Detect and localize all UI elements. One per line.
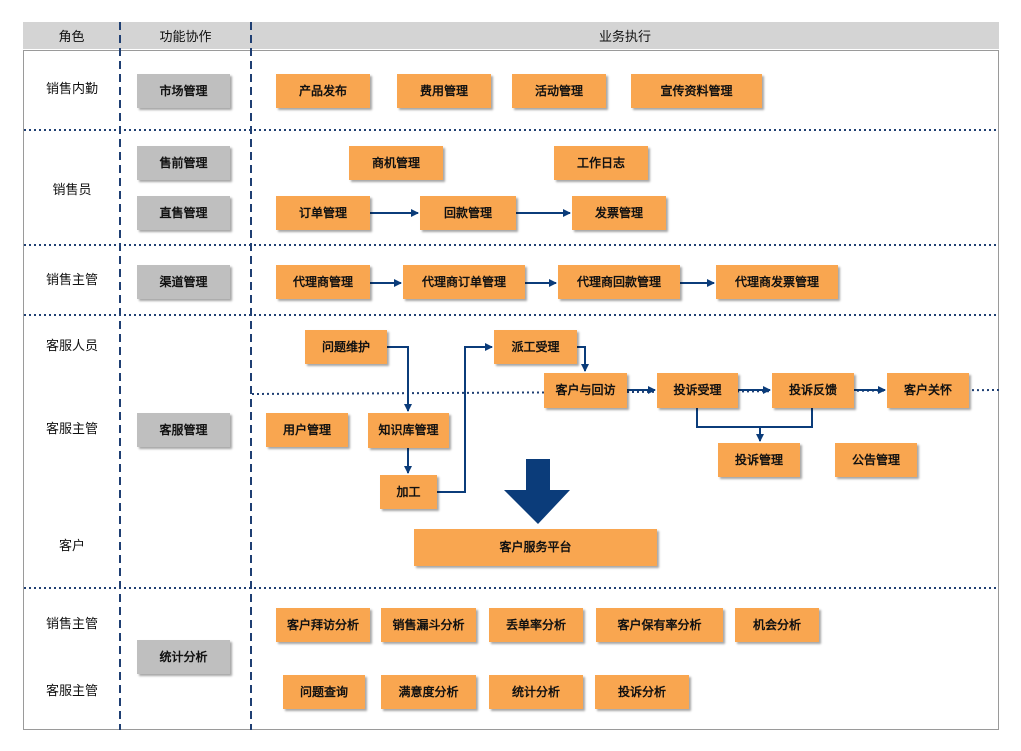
role-cs-manager: 客服主管 bbox=[45, 422, 98, 437]
role-salesperson: 销售员 bbox=[52, 183, 92, 198]
activity-customer-care[interactable]: 客户关怀 bbox=[887, 373, 969, 408]
activity-complaint-mgmt[interactable]: 投诉管理 bbox=[718, 443, 800, 477]
header-function-label: 功能协作 bbox=[159, 30, 212, 45]
activity-complaint-analysis[interactable]: 投诉分析 bbox=[595, 675, 689, 709]
function-statistics[interactable]: 统计分析 bbox=[137, 640, 230, 674]
connector-complaint-loop bbox=[696, 408, 813, 428]
activity-knowledge-base[interactable]: 知识库管理 bbox=[368, 413, 449, 448]
activity-announcement[interactable]: 公告管理 bbox=[835, 443, 917, 477]
role-customer: 客户 bbox=[58, 539, 85, 554]
activity-retention[interactable]: 客户保有率分析 bbox=[596, 608, 723, 642]
activity-service-platform[interactable]: 客户服务平台 bbox=[414, 529, 657, 566]
activity-issue-query[interactable]: 问题查询 bbox=[283, 675, 365, 709]
function-direct-sales[interactable]: 直售管理 bbox=[137, 196, 230, 230]
activity-funnel-analysis[interactable]: 销售漏斗分析 bbox=[381, 608, 476, 642]
activity-promo-material[interactable]: 宣传资料管理 bbox=[631, 74, 762, 108]
activity-visit-analysis[interactable]: 客户拜访分析 bbox=[276, 608, 370, 642]
activity-opportunity[interactable]: 商机管理 bbox=[349, 146, 443, 180]
activity-opportunity-analysis[interactable]: 机会分析 bbox=[735, 608, 819, 642]
activity-user-mgmt[interactable]: 用户管理 bbox=[266, 413, 348, 447]
activity-satisfaction[interactable]: 满意度分析 bbox=[381, 675, 476, 709]
role-cs-manager-stats: 客服主管 bbox=[45, 684, 98, 699]
role-sales-assistant: 销售内勤 bbox=[45, 82, 98, 97]
activity-agent-order[interactable]: 代理商订单管理 bbox=[403, 265, 525, 299]
activity-agent-payment[interactable]: 代理商回款管理 bbox=[558, 265, 680, 299]
function-channel[interactable]: 渠道管理 bbox=[137, 265, 230, 299]
activity-dispatch[interactable]: 派工受理 bbox=[494, 330, 577, 364]
activity-expense[interactable]: 费用管理 bbox=[397, 74, 491, 108]
header-role: 角色 bbox=[23, 22, 120, 49]
activity-complaint-feedback[interactable]: 投诉反馈 bbox=[772, 373, 854, 408]
role-cs-staff: 客服人员 bbox=[45, 339, 98, 354]
activity-product-release[interactable]: 产品发布 bbox=[276, 74, 370, 108]
activity-campaign[interactable]: 活动管理 bbox=[512, 74, 606, 108]
arrow-issue-knowledge bbox=[387, 346, 412, 412]
activity-visit[interactable]: 客户与回访 bbox=[544, 373, 627, 408]
activity-agent-invoice[interactable]: 代理商发票管理 bbox=[716, 265, 838, 299]
header-role-label: 角色 bbox=[58, 30, 85, 45]
activity-loss-rate[interactable]: 丢单率分析 bbox=[489, 608, 583, 642]
activity-issue-maintenance[interactable]: 问题维护 bbox=[305, 330, 387, 364]
role-sales-manager-stats: 销售主管 bbox=[45, 617, 98, 632]
function-customer-service[interactable]: 客服管理 bbox=[137, 413, 230, 447]
activity-complaint-accept[interactable]: 投诉受理 bbox=[657, 373, 738, 408]
function-market[interactable]: 市场管理 bbox=[137, 74, 230, 108]
activity-invoice[interactable]: 发票管理 bbox=[572, 196, 666, 230]
role-sales-manager: 销售主管 bbox=[45, 273, 98, 288]
down-arrow-icon bbox=[504, 459, 570, 524]
activity-stats-analysis[interactable]: 统计分析 bbox=[489, 675, 583, 709]
activity-processing[interactable]: 加工 bbox=[380, 475, 437, 509]
activity-agent[interactable]: 代理商管理 bbox=[276, 265, 370, 299]
activity-payment[interactable]: 回款管理 bbox=[420, 196, 516, 230]
arrow-dispatch-visit bbox=[577, 346, 589, 372]
activity-order[interactable]: 订单管理 bbox=[276, 196, 370, 230]
function-presales[interactable]: 售前管理 bbox=[137, 146, 230, 180]
header-business: 业务执行 bbox=[251, 22, 999, 49]
arrow-processing-dispatch bbox=[437, 343, 493, 493]
activity-work-log[interactable]: 工作日志 bbox=[554, 146, 648, 180]
header-business-label: 业务执行 bbox=[598, 30, 651, 45]
header-function: 功能协作 bbox=[120, 22, 251, 49]
